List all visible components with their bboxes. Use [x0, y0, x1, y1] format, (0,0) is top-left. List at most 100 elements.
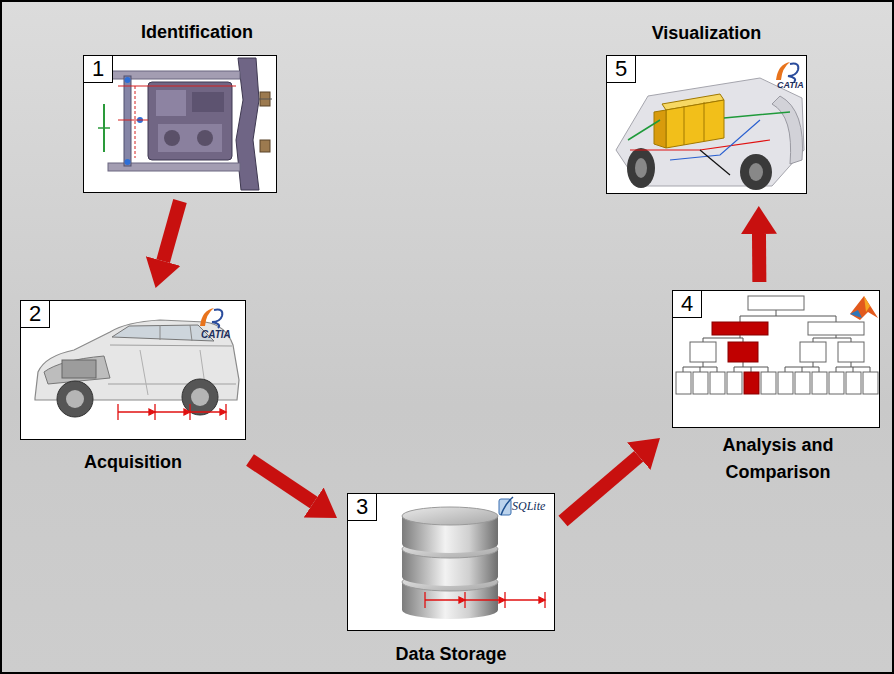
catia-logo	[200, 308, 214, 326]
variant-tree	[690, 342, 716, 362]
variant-tree	[751, 367, 752, 372]
chassis-3d	[666, 100, 724, 148]
variant-tree	[836, 367, 837, 372]
flow-arrow	[563, 456, 639, 521]
chassis-3d	[704, 102, 705, 141]
variant-tree	[734, 367, 735, 372]
matlab-logo	[850, 310, 862, 318]
step-number-box: 3	[347, 493, 377, 521]
variant-tree	[802, 367, 803, 372]
variant-tree	[743, 362, 744, 367]
step-title: Data Storage	[395, 644, 506, 664]
variant-tree	[748, 296, 804, 310]
car-illustration	[190, 325, 192, 341]
chassis-top-view	[164, 130, 180, 146]
logo-text: CATIA	[201, 329, 231, 340]
variant-tree	[703, 362, 704, 367]
panel-ground	[83, 55, 277, 193]
catia-logo	[776, 62, 790, 80]
chassis-top-view	[259, 99, 272, 100]
car-illustration	[112, 325, 214, 341]
chassis-top-view	[98, 58, 272, 190]
database-cylinder	[402, 507, 498, 525]
variant-tree	[703, 338, 704, 342]
chassis-3d	[670, 120, 760, 160]
variant-tree	[740, 316, 836, 317]
step-number: 1	[92, 57, 104, 81]
chassis-top-view	[197, 130, 213, 146]
panel-ground	[20, 55, 880, 631]
image-panel: Data Storage3	[347, 493, 555, 631]
step-number: 2	[29, 302, 41, 326]
variant-tree	[743, 338, 744, 342]
variant-tree	[800, 342, 826, 362]
matlab-logo	[850, 296, 878, 320]
car-illustration	[44, 356, 110, 384]
variant-tree	[768, 367, 769, 372]
image-panel: Identification1	[83, 55, 277, 193]
panel-ground	[606, 55, 807, 194]
chassis-top-view	[135, 86, 136, 158]
step-title: Visualization	[652, 23, 762, 43]
variant-tree	[693, 372, 708, 394]
catia-logo	[788, 64, 798, 82]
database-cylinder	[425, 599, 545, 600]
database-cylinder	[402, 601, 498, 619]
variant-tree	[676, 296, 878, 394]
chassis-top-view	[118, 120, 148, 121]
step-number-box: 1	[83, 55, 113, 83]
step-number-box: 5	[606, 55, 636, 83]
variant-tree	[851, 362, 852, 367]
matlab-logo	[864, 296, 870, 312]
chassis-3d	[700, 150, 730, 175]
variant-tree	[761, 372, 776, 394]
chassis-3d	[749, 163, 763, 181]
image-panel: Acquisition2	[20, 300, 246, 440]
variant-tree	[728, 342, 758, 362]
variant-tree	[727, 372, 742, 394]
chassis-3d	[628, 112, 790, 140]
variant-tree	[836, 316, 837, 322]
chassis-top-view	[260, 140, 270, 152]
sqlite-logo	[499, 497, 513, 515]
car-illustration	[182, 379, 218, 415]
chassis-3d	[616, 78, 804, 186]
chassis-top-view	[158, 124, 222, 152]
variant-tree	[808, 322, 864, 335]
car-illustration	[160, 325, 161, 340]
car-illustration	[117, 404, 118, 420]
database-cylinder	[459, 597, 545, 603]
variant-tree	[812, 372, 827, 394]
panel-ground	[347, 493, 555, 631]
step-title: Identification	[141, 22, 253, 42]
panel-ground	[672, 290, 880, 428]
chassis-3d	[616, 78, 804, 190]
image-panel: Visualization5	[606, 55, 807, 194]
car-illustration	[35, 320, 239, 420]
variant-tree	[795, 372, 810, 394]
database-cylinder	[402, 568, 498, 586]
chassis-3d	[630, 140, 770, 150]
chassis-3d	[654, 110, 666, 148]
variant-tree	[676, 367, 878, 394]
variant-tree	[744, 372, 759, 394]
variant-tree	[870, 367, 871, 372]
car-illustration	[191, 388, 209, 406]
variant-tree	[710, 372, 725, 394]
variant-tree	[700, 367, 701, 372]
car-illustration	[108, 345, 236, 384]
car-illustration	[62, 360, 96, 378]
variant-tree	[838, 342, 864, 362]
chassis-top-view	[125, 77, 131, 83]
variant-tree	[712, 322, 768, 335]
logo-text: CATIA	[777, 81, 804, 91]
car-illustration	[57, 381, 93, 417]
car-illustration	[118, 404, 226, 420]
